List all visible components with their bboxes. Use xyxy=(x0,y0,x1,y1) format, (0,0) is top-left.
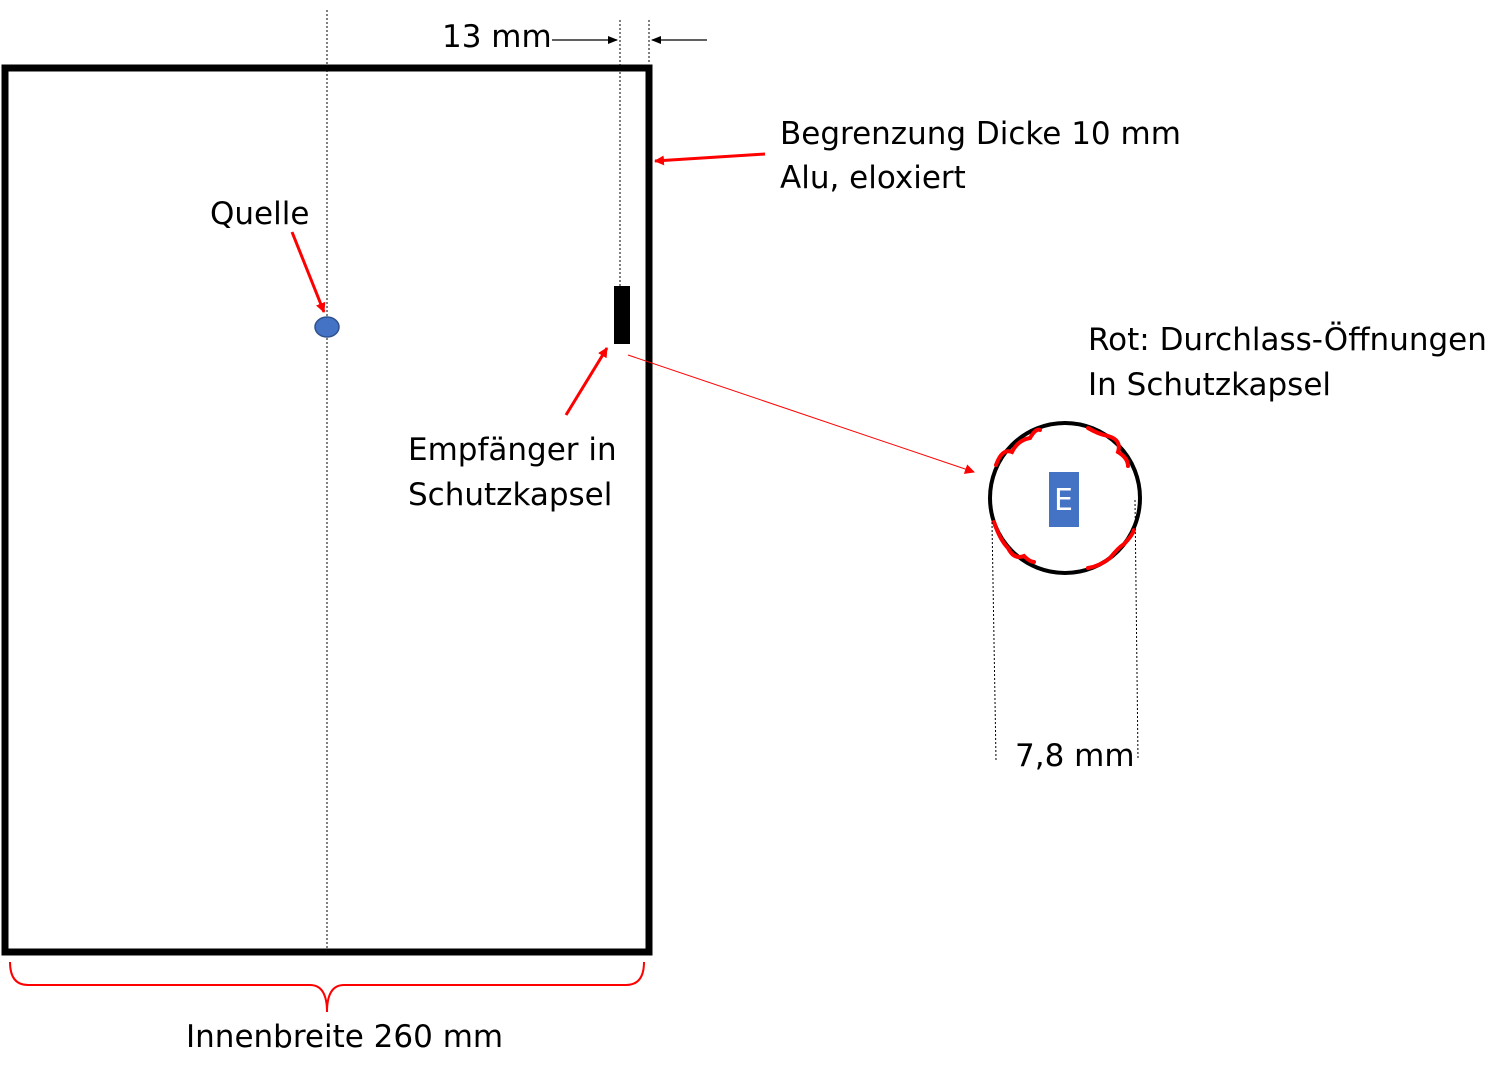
receiver-chip-letter: E xyxy=(1054,483,1073,518)
boundary-label-line1: Begrenzung Dicke 10 mm xyxy=(780,116,1181,152)
legend-line1: Rot: Durchlass-Öffnungen xyxy=(1088,321,1487,358)
receiver-pointer-arrow xyxy=(564,347,609,416)
boundary-pointer-arrow xyxy=(654,152,766,166)
inner-width-brace xyxy=(9,961,645,1013)
receiver-block xyxy=(614,286,630,344)
legend-line2: In Schutzkapsel xyxy=(1088,367,1331,403)
source-pointer-arrow xyxy=(290,231,326,313)
diameter-right-extension xyxy=(1134,499,1139,761)
opening-bottom-right xyxy=(1086,528,1136,570)
receiver-label-line2: Schutzkapsel xyxy=(408,477,612,513)
dim-offset-label: 13 mm xyxy=(442,19,552,55)
opening-top-right xyxy=(1086,426,1130,468)
receiver-label-line1: Empfänger in xyxy=(408,432,617,468)
opening-bottom-left xyxy=(992,520,1036,564)
passage-openings xyxy=(992,426,1136,570)
detail-link-arrow xyxy=(627,354,975,474)
protective-capsule xyxy=(988,421,1142,575)
source-label: Quelle xyxy=(210,196,309,232)
inner-width-label: Innenbreite 260 mm xyxy=(186,1019,503,1055)
receiver-chip xyxy=(1049,472,1079,527)
diameter-label: 7,8 mm xyxy=(1015,738,1135,774)
source-marker xyxy=(314,316,340,338)
boundary-label-line2: Alu, eloxiert xyxy=(780,160,966,196)
diameter-left-extension xyxy=(991,521,997,761)
opening-top-left xyxy=(994,427,1042,467)
